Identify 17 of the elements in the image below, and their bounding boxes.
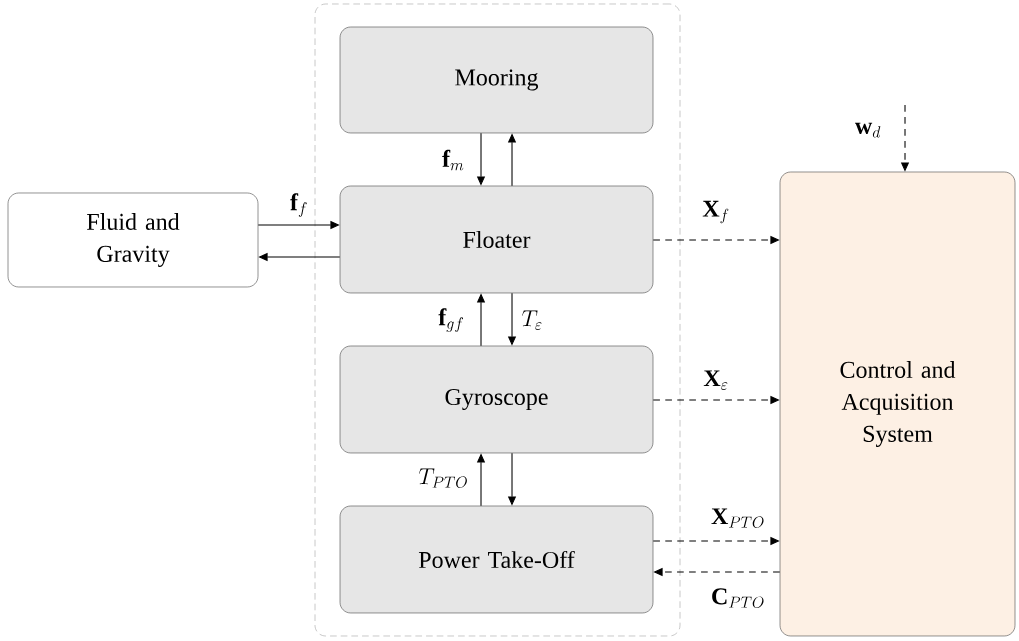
edge-label: $T_{PTO}$ [417, 467, 470, 489]
edge-label: $\mathbf{f}_f$ [288, 191, 310, 219]
edge-label: $\mathbf{C}_{PTO}$ [709, 587, 767, 609]
edge-label: $T_\varepsilon$ [520, 309, 545, 331]
process-box: Mooring [339, 26, 654, 134]
edge-label: $\mathbf{X}_\varepsilon$ [702, 369, 730, 391]
subsystem-group [314, 3, 681, 637]
edge-label: $\mathbf{X}_{PTO}$ [709, 507, 767, 529]
edge-label: $\mathbf{X}_f$ [700, 199, 732, 225]
process-box: Floater [339, 185, 654, 294]
process-box: Fluid and Gravity [7, 192, 259, 288]
edge-label: $\mathbf{f}_m$ [440, 148, 466, 172]
process-box: Gyroscope [339, 345, 654, 454]
edge-label: $\mathbf{f}_{gf}$ [436, 306, 466, 334]
system-box: Control and Acquisition System [779, 171, 1016, 637]
edge-label: $\mathbf{w}_d$ [853, 121, 883, 139]
process-box: Power Take-Off [339, 505, 654, 614]
